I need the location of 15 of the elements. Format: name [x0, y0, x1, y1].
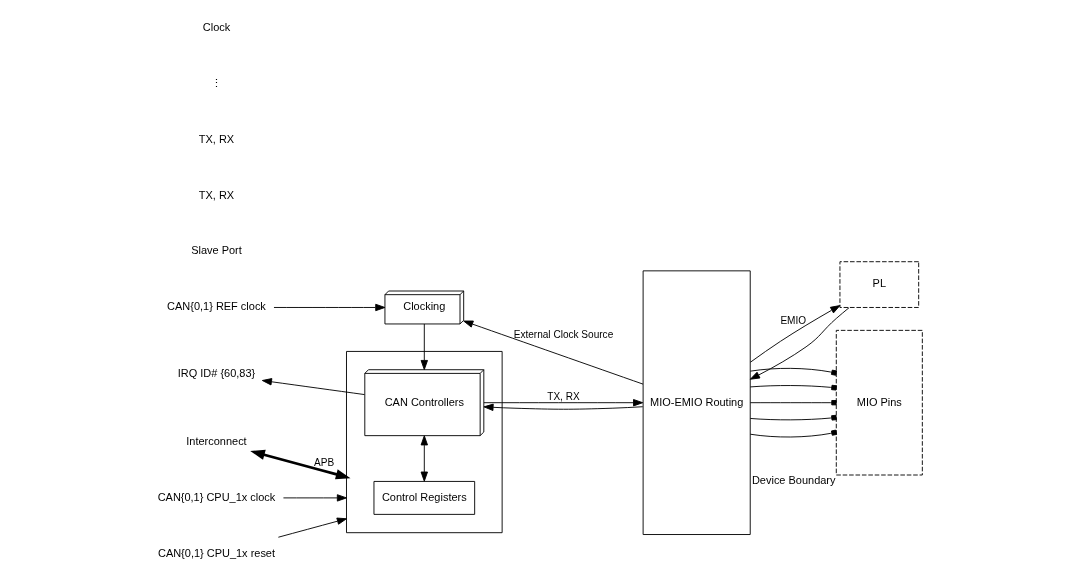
- label: Clock: [202, 21, 230, 34]
- edge-label: APB: [313, 456, 334, 468]
- edge-label: External Clock Source: [513, 329, 613, 341]
- node-text: CAN{0,1} CPU_1x clock: [157, 490, 275, 503]
- edge-label: TX, RX: [546, 390, 580, 402]
- node-text: Interconnect: [185, 434, 247, 447]
- edge-label: EMIO: [779, 314, 806, 326]
- node-text: IRQ ID# {60,83}: [177, 367, 255, 380]
- label: ⋮: [210, 76, 222, 89]
- label: TX, RX: [198, 132, 234, 145]
- node-label: Device Boundary: [751, 473, 835, 486]
- label: Slave Port: [190, 244, 242, 257]
- node-text: CAN{0,1} CPU_1x reset: [157, 546, 275, 559]
- node-text: CAN{0,1} REF clock: [166, 300, 266, 313]
- label: TX, RX: [198, 188, 234, 201]
